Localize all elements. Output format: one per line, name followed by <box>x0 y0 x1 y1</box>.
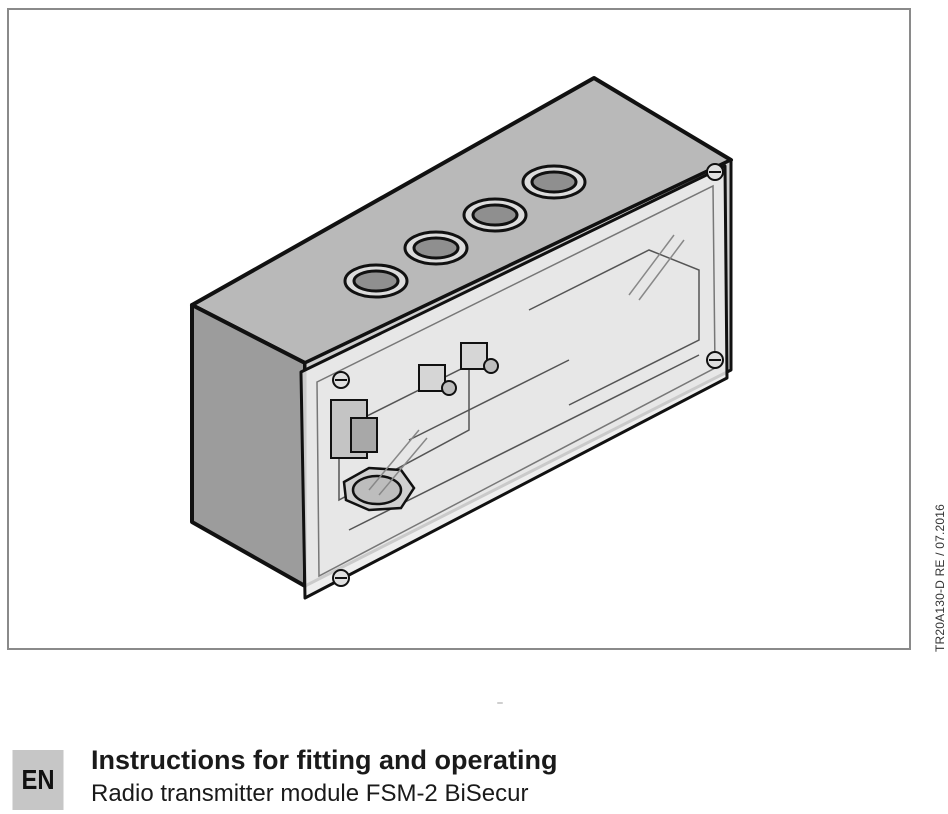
cover-illustration-frame <box>7 8 911 650</box>
enclosure-box-icon <box>190 76 733 600</box>
language-badge: EN <box>12 750 64 810</box>
document-title: Instructions for fitting and operating <box>91 745 558 775</box>
document-reference: TR20A130-D RE / 07.2016 <box>933 503 947 652</box>
divider-mark <box>497 702 503 704</box>
document-subtitle: Radio transmitter module FSM-2 BiSecur <box>91 780 529 807</box>
